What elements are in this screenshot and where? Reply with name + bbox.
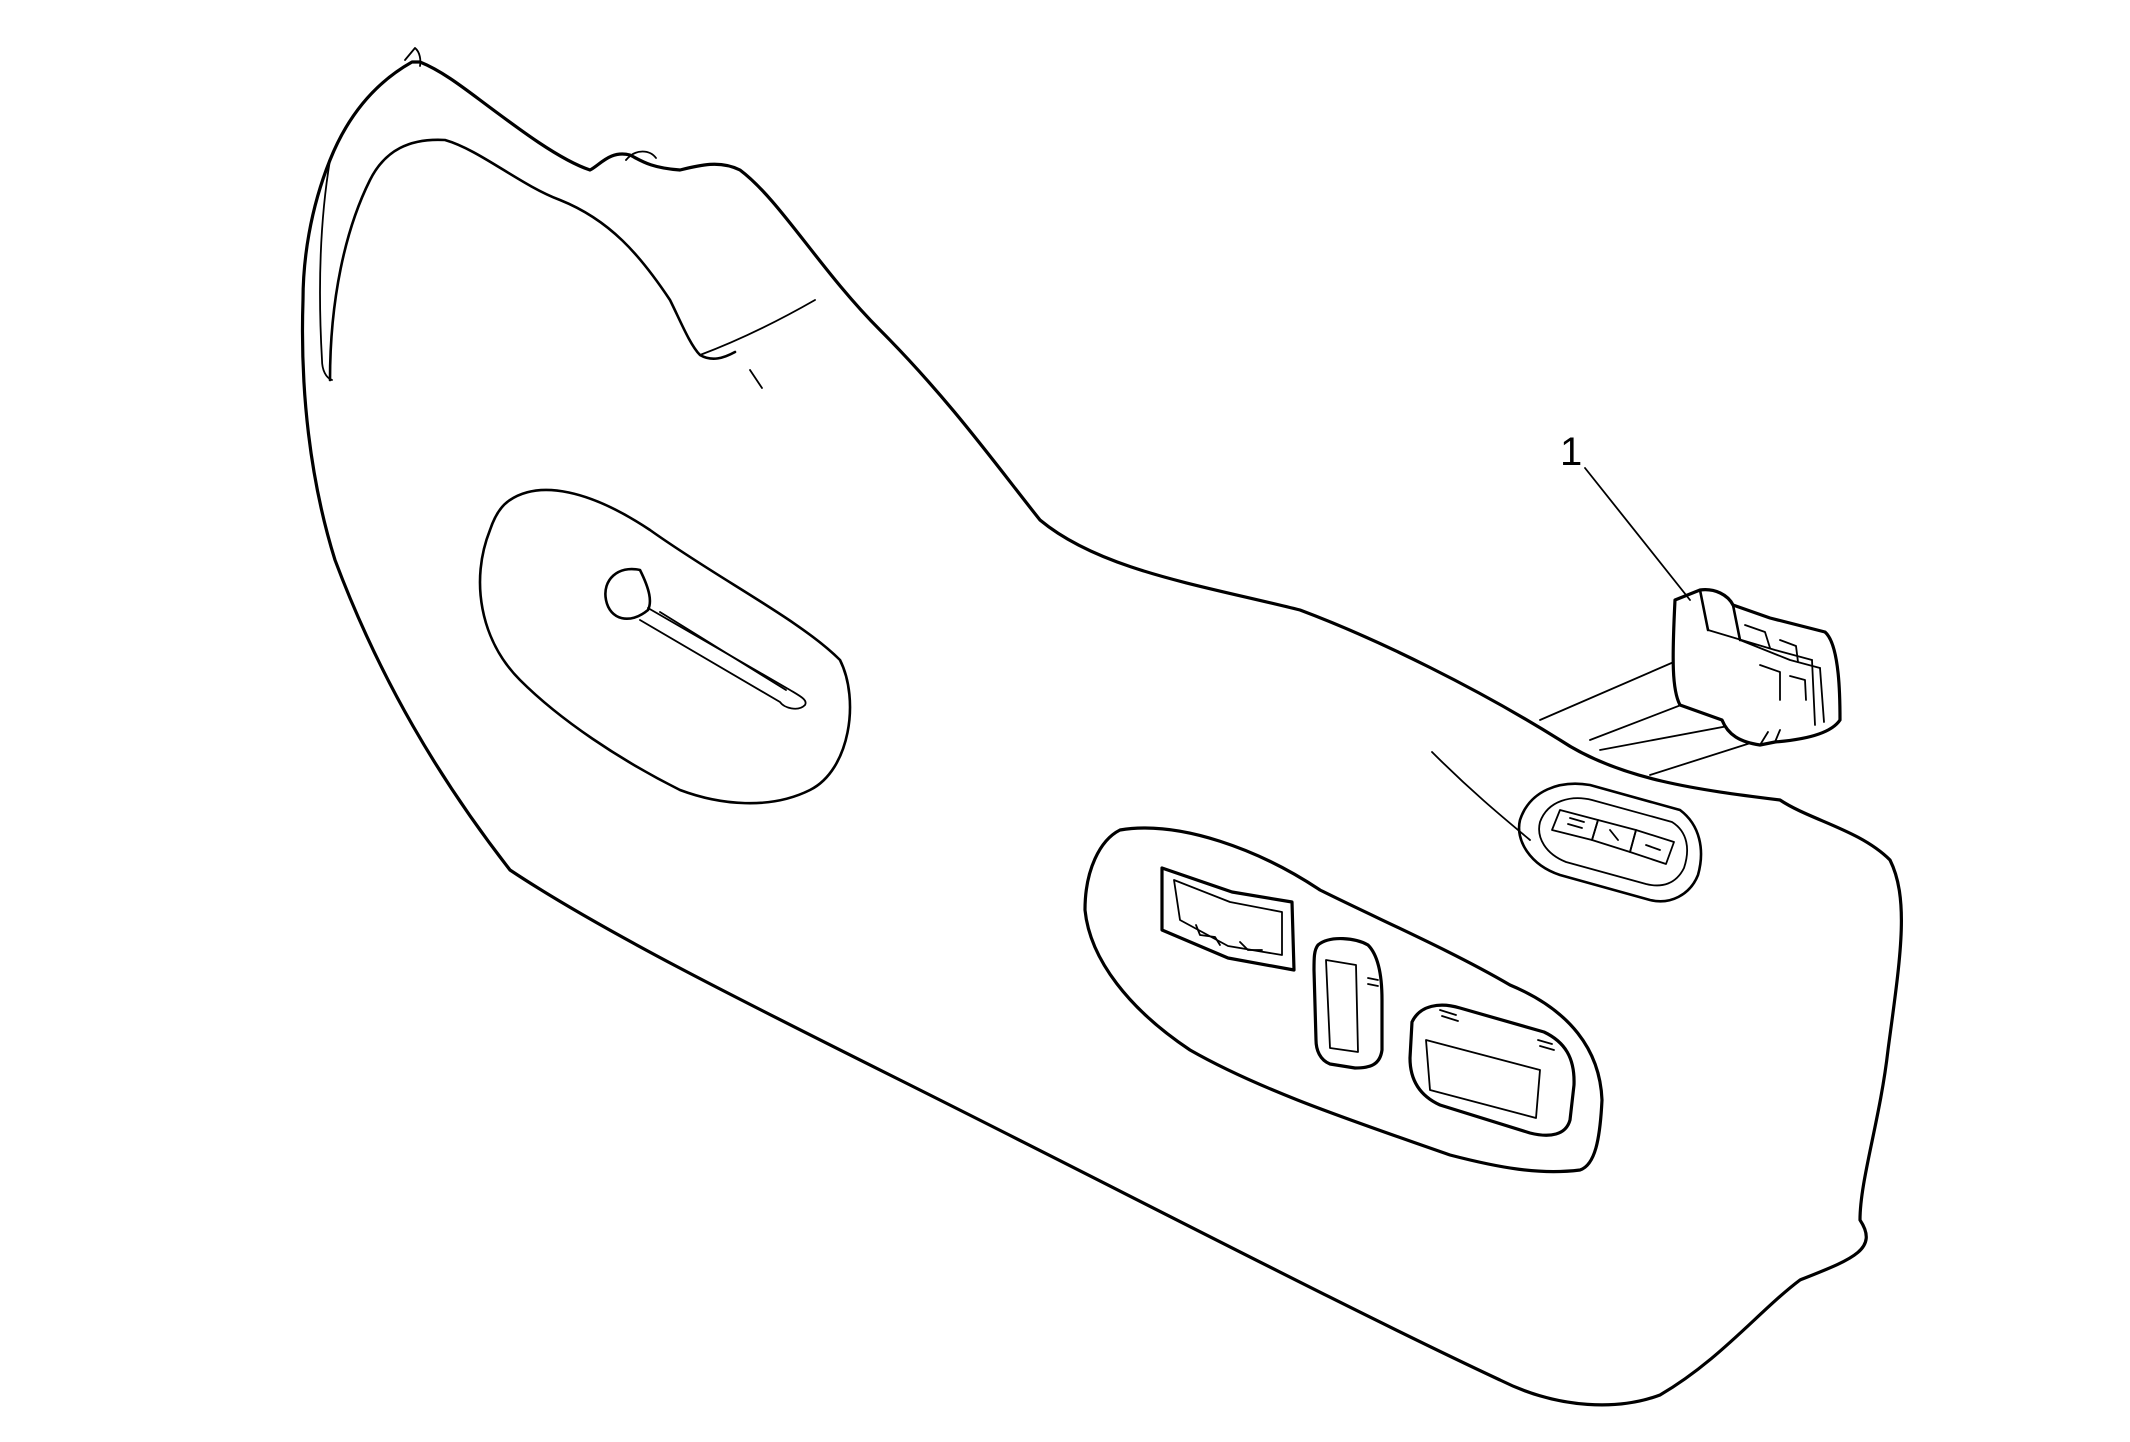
memory-switch-bezel [1517,782,1703,903]
callout-1: 1 [1560,430,1691,601]
callout-leader-line [1584,467,1691,601]
callout-label: 1 [1560,430,1582,474]
panel-crease [1431,751,1531,841]
lumbar-switch-button [1312,937,1384,1070]
recline-lever-recess [478,488,852,805]
switch-connector [1539,588,1842,776]
seat-adjuster-switch-button [1408,1003,1576,1137]
seat-switch-bezel [1083,826,1604,1174]
trim-panel [300,47,1903,1407]
